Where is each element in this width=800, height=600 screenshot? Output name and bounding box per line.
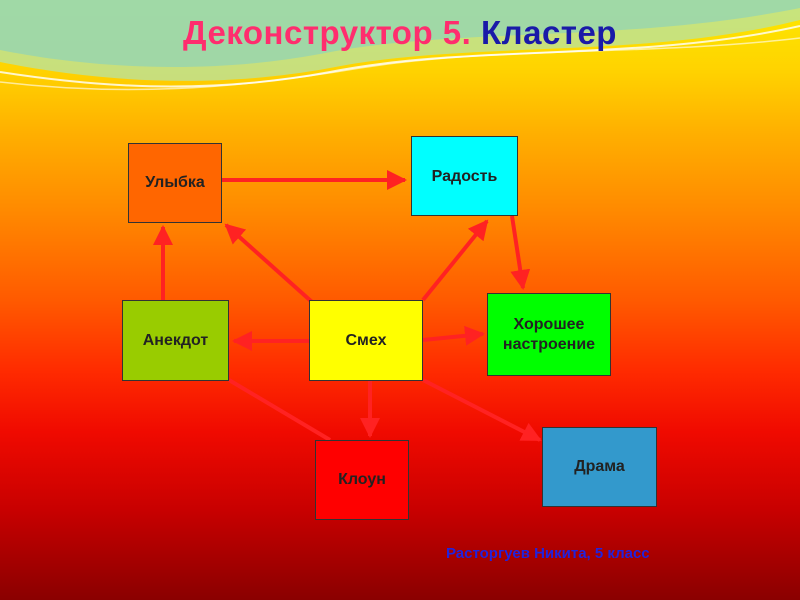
edge-smekh-khoroshee [422,325,485,346]
author-caption: Расторгуев Никита, 5 класс [446,545,650,562]
node-radost: Радость [411,136,518,216]
node-drama: Драма [542,427,657,507]
edge-smekh-drama [422,378,542,442]
edge-smekh-radost [421,219,489,302]
node-khoroshee-nastroenie: Хорошее настроение [487,293,611,376]
title-part-2: Кластер [480,14,617,51]
node-smekh: Смех [309,300,423,381]
edge-radost-khoroshee [510,215,531,290]
node-ulybka: Улыбка [128,143,222,223]
node-anekdot: Анекдот [122,300,229,381]
edge-smekh-ulybka [224,223,314,304]
node-kloun: Клоун [315,440,409,520]
edge-anekdot-kloun [227,378,332,442]
slide-title: Деконструктор 5. Кластер [0,14,800,52]
decorative-wave [0,0,800,91]
title-part-1: Деконструктор 5. [183,14,472,51]
